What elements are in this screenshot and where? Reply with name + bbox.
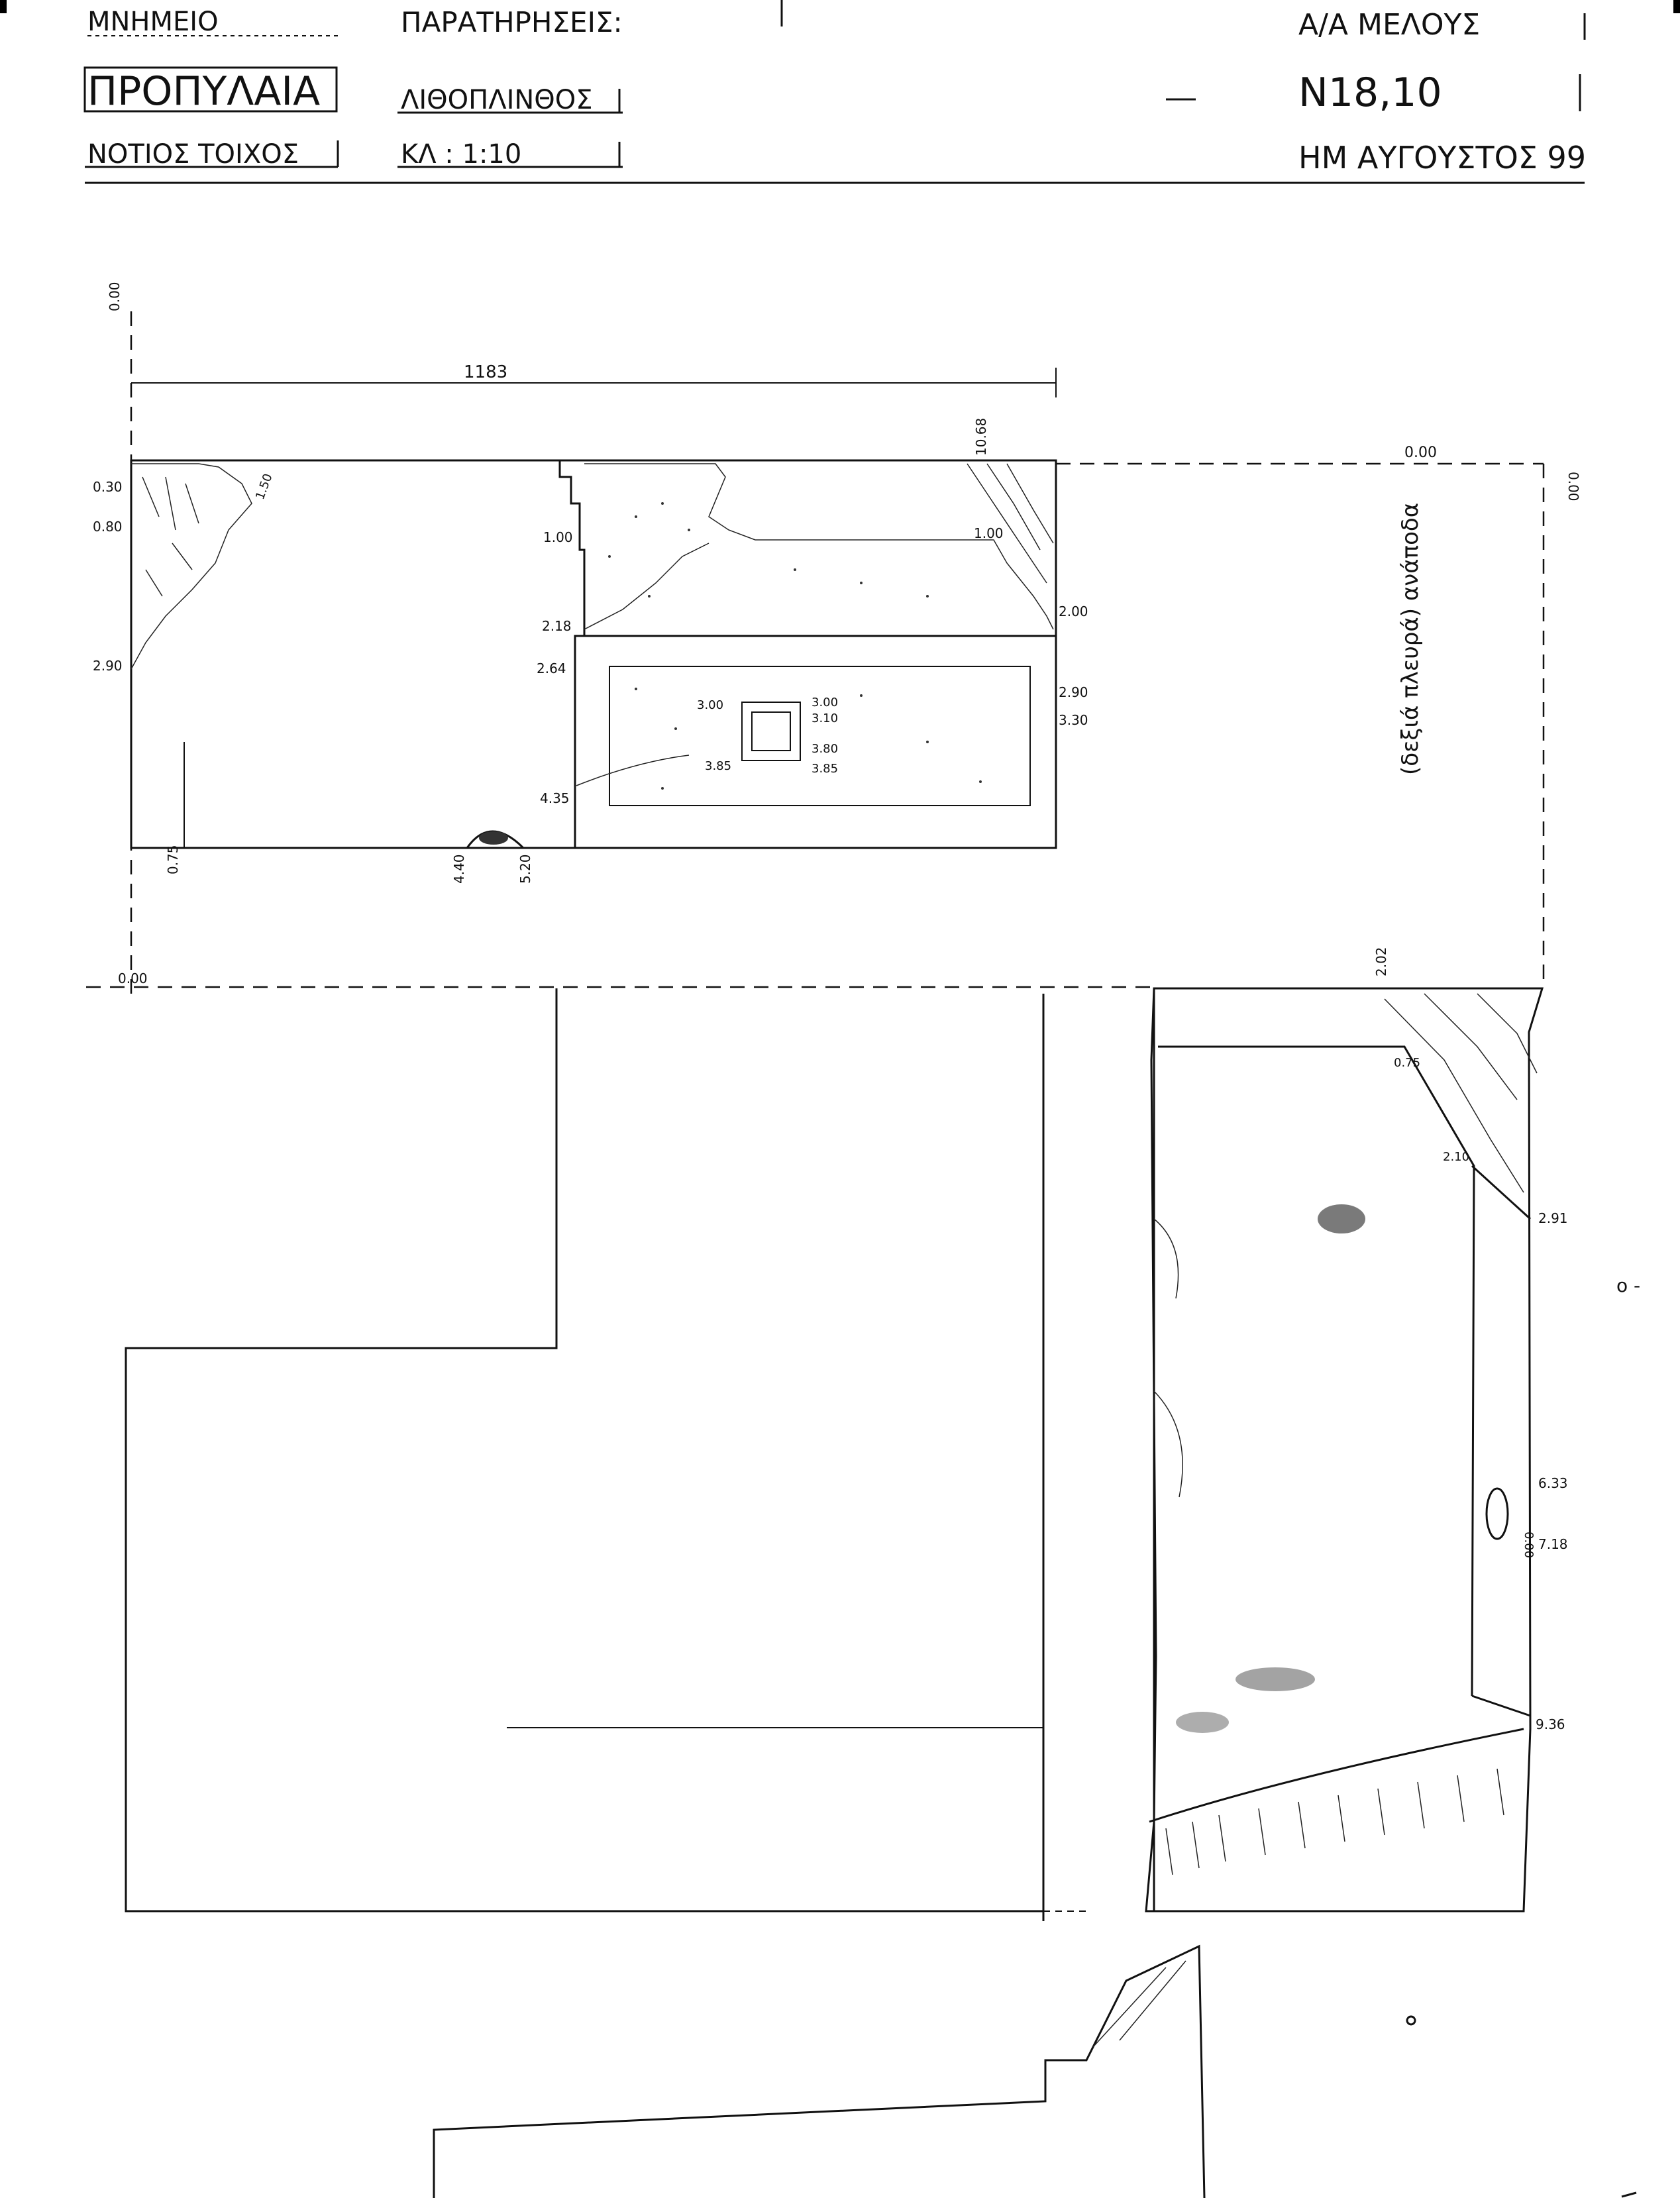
dim-label: 0.00 bbox=[1522, 1532, 1536, 1558]
member-label: Α/Α ΜΕΛΟΥΣ bbox=[1298, 8, 1480, 42]
stipple-texture bbox=[608, 502, 982, 790]
dim-label: 10.68 bbox=[973, 418, 989, 456]
date-value: ΗΜ ΑΥΓΟΥΣΤΟΣ 99 bbox=[1298, 140, 1586, 176]
weathered-patch bbox=[1318, 1204, 1365, 1233]
weathered-patch bbox=[1235, 1667, 1315, 1691]
dim-label: 2.90 bbox=[93, 658, 123, 674]
dim-label: 5.20 bbox=[517, 854, 533, 884]
dim-label: 2.02 bbox=[1373, 947, 1389, 976]
upper-face-drawing: 1183 0.00 bbox=[86, 282, 1581, 1000]
monument-value: ΠΡΟΠΥΛΑΙΑ bbox=[87, 68, 320, 115]
origin-top-label: 0.00 bbox=[107, 282, 123, 311]
dim-label: 2.64 bbox=[537, 660, 566, 676]
stray-mark: o - bbox=[1616, 1275, 1640, 1296]
dim-label: 3.85 bbox=[705, 759, 731, 773]
rotated-note: (δεξιά πλευρά) ανάποδα bbox=[1397, 503, 1424, 775]
stepped-outline bbox=[125, 988, 1043, 1912]
socket-inner bbox=[751, 711, 791, 751]
overall-dimension-label: 1183 bbox=[464, 362, 507, 382]
dim-label: 3.10 bbox=[812, 711, 838, 725]
location-value: ΝΟΤΙΟΣ ΤΟΙΧΟΣ bbox=[87, 139, 299, 170]
break-middle bbox=[584, 463, 1054, 630]
corner-mark bbox=[0, 0, 7, 13]
stray-mark bbox=[1621, 2191, 1637, 2198]
dressed-band bbox=[1158, 1045, 1475, 1697]
dim-label: 3.30 bbox=[1059, 712, 1088, 728]
side-face-drawing: 2.02 0.75 2.10 2.91 6.33 7.18 9.36 0.00 bbox=[1145, 947, 1568, 1912]
crack-line bbox=[576, 755, 690, 786]
dim-label: 0.80 bbox=[93, 519, 123, 535]
dim-label: 9.36 bbox=[1536, 1716, 1565, 1732]
block-outline-top bbox=[130, 459, 1057, 849]
pry-hole-side bbox=[1485, 1487, 1509, 1540]
dim-label: 3.00 bbox=[697, 698, 723, 712]
scale-value: ΚΛ : 1:10 bbox=[401, 139, 521, 170]
break-left bbox=[1153, 1218, 1183, 1498]
dim-label: 6.33 bbox=[1538, 1475, 1568, 1491]
moulding-profile bbox=[433, 1944, 1206, 2198]
dim-label: 2.18 bbox=[542, 618, 572, 634]
socket-outer bbox=[741, 702, 801, 761]
corner-mark bbox=[1673, 0, 1680, 13]
hatching bbox=[1165, 1768, 1504, 1875]
stray-mark bbox=[1406, 2015, 1416, 2026]
dim-label: 4.35 bbox=[540, 790, 570, 806]
dim-label: 1.00 bbox=[543, 529, 573, 545]
anathyrosis-panel bbox=[574, 635, 1057, 849]
weathered-patch bbox=[1176, 1712, 1229, 1733]
dim-label: 4.40 bbox=[451, 854, 467, 884]
material-value: ΛΙΘΟΠΛΙΝΘΟΣ bbox=[401, 85, 593, 115]
dim-label: 0.00 bbox=[118, 970, 148, 986]
dim-label: 2.91 bbox=[1538, 1210, 1568, 1226]
break-right bbox=[1384, 993, 1538, 1193]
dim-label: 2.00 bbox=[1059, 603, 1088, 619]
dim-label: 0.75 bbox=[165, 845, 181, 874]
face-edge bbox=[1471, 1165, 1532, 1220]
title-block: ΜΝΗΜΕΙΟ ΠΡΟΠΥΛΑΙΑ ΝΟΤΙΟΣ ΤΟΙΧΟΣ ΠΑΡΑΤΗΡΗ… bbox=[83, 0, 1586, 184]
dim-label: 0.75 bbox=[1394, 1056, 1420, 1070]
remarks-label: ΠΑΡΑΤΗΡΗΣΕΙΣ: bbox=[401, 6, 623, 38]
moulding-hatching bbox=[1092, 1960, 1186, 2048]
inner-dressed-panel bbox=[609, 666, 1031, 806]
dim-label: 7.18 bbox=[1538, 1536, 1568, 1552]
dim-label: 3.85 bbox=[812, 762, 838, 776]
dim-label: 1.00 bbox=[974, 525, 1004, 541]
dim-label: 2.90 bbox=[1059, 684, 1088, 700]
hatching bbox=[967, 463, 1054, 584]
dim-label: 1.50 bbox=[253, 472, 275, 501]
dim-label: 0.30 bbox=[93, 479, 123, 495]
lower-outlines bbox=[125, 988, 1206, 2198]
face-edge bbox=[1471, 1695, 1531, 1717]
dim-label: 0.00 bbox=[1404, 445, 1437, 461]
break-left-corner bbox=[131, 463, 252, 670]
dim-label: 0.00 bbox=[1565, 472, 1581, 501]
dim-label: 3.00 bbox=[812, 696, 838, 709]
monument-value-box bbox=[83, 66, 338, 113]
lower-break-line bbox=[1149, 1728, 1524, 1823]
hatching bbox=[142, 476, 199, 597]
monument-label: ΜΝΗΜΕΙΟ bbox=[87, 7, 219, 37]
dim-label: 3.80 bbox=[812, 742, 838, 756]
pry-hole-fill bbox=[479, 831, 508, 845]
member-value: Ν18,10 bbox=[1298, 70, 1442, 116]
dim-label: 2.10 bbox=[1443, 1150, 1469, 1164]
